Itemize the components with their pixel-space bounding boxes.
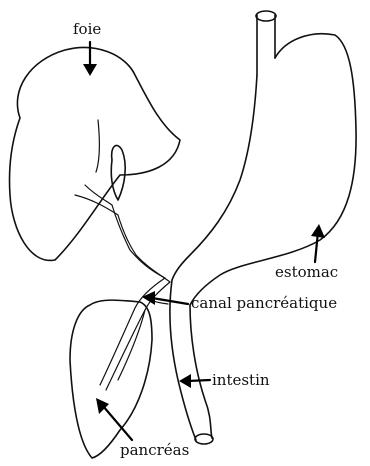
arrow-to-pancreas — [96, 398, 132, 440]
hepatic-duct-left — [85, 185, 112, 205]
label-pancreas: pancréas — [120, 443, 189, 458]
liver-outline — [9, 48, 180, 261]
stomach-lesser-curve — [172, 75, 257, 280]
arrow-to-intestine — [179, 374, 210, 388]
common-bile-duct-a — [112, 205, 165, 278]
pancreatic-duct-1 — [100, 278, 165, 385]
liver-inner-fold — [96, 120, 99, 172]
label-pancreatic-duct: canal pancréatique — [191, 296, 337, 311]
esophagus-outline — [257, 15, 275, 75]
pancreatic-duct-2 — [106, 282, 170, 390]
label-intestine: intestin — [212, 373, 270, 388]
label-stomach: estomac — [275, 265, 338, 280]
pancreatic-duct-3 — [118, 310, 145, 380]
label-liver: foie — [73, 22, 101, 37]
intestine-outer — [190, 305, 212, 438]
intestine-end — [195, 434, 213, 444]
gallbladder-outline — [111, 145, 125, 200]
common-bile-duct-b — [118, 215, 170, 282]
esophagus-top — [256, 11, 276, 21]
